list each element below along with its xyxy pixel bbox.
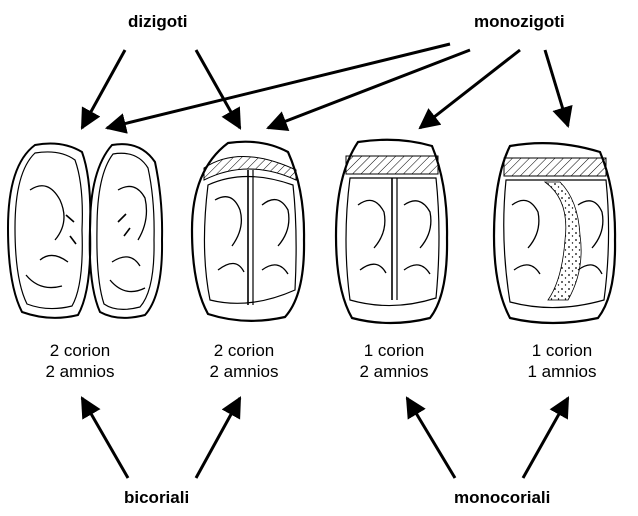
arrow-bicoriali-1 (82, 398, 128, 478)
arrow-dizigoti-2 (196, 50, 240, 128)
placenta-2-amnion: 2 amnios (184, 361, 304, 382)
arrow-monozigoti-2 (268, 50, 470, 128)
arrow-bicoriali-2 (196, 398, 240, 478)
placenta-4-monochorionic-monoamniotic (494, 143, 615, 323)
placenta-3-chorion: 1 corion (334, 340, 454, 361)
arrow-monozigoti-3 (420, 50, 520, 128)
arrow-monocoriali-1 (407, 398, 455, 478)
placenta-3-amnion: 2 amnios (334, 361, 454, 382)
heading-dizigoti: dizigoti (128, 12, 187, 32)
heading-monocoriali: monocoriali (454, 488, 550, 508)
placenta-1-label: 2 corion 2 amnios (20, 340, 140, 382)
placenta-2-dichorionic-fused (192, 142, 304, 321)
placenta-4-chorion: 1 corion (502, 340, 622, 361)
placenta-3-label: 1 corion 2 amnios (334, 340, 454, 382)
arrow-monozigoti-4 (545, 50, 568, 126)
placenta-3-monochorionic-diamniotic (336, 140, 447, 323)
heading-monozigoti: monozigoti (474, 12, 565, 32)
placenta-2-chorion: 2 corion (184, 340, 304, 361)
heading-bicoriali: bicoriali (124, 488, 189, 508)
placenta-1-dichorionic-separate (8, 144, 162, 318)
arrow-monocoriali-2 (523, 398, 568, 478)
placenta-4-amnion: 1 amnios (502, 361, 622, 382)
placenta-1-amnion: 2 amnios (20, 361, 140, 382)
arrow-monozigoti-1 (107, 44, 450, 128)
placenta-4-label: 1 corion 1 amnios (502, 340, 622, 382)
placenta-2-label: 2 corion 2 amnios (184, 340, 304, 382)
arrow-dizigoti-1 (82, 50, 125, 128)
placenta-1-chorion: 2 corion (20, 340, 140, 361)
